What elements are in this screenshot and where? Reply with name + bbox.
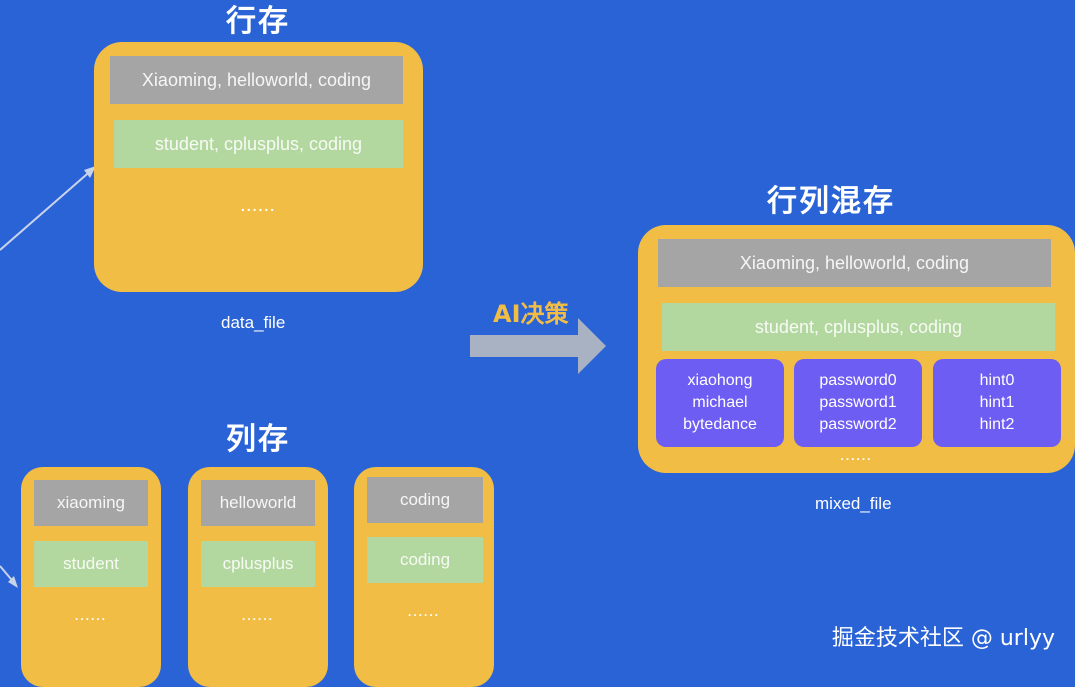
watermark-text: 掘金技术社区 @ urlyy <box>831 626 1055 651</box>
block-value: hint1 <box>979 394 1015 411</box>
column-store-title: 列存 <box>226 422 290 457</box>
row-store-title: 行存 <box>226 4 290 39</box>
column-1-top-value: xiaoming <box>34 480 148 526</box>
mixed-store-row-1: Xiaoming, helloworld, coding <box>658 239 1051 287</box>
column-2-top-value: helloworld <box>201 480 315 526</box>
block-value: password1 <box>819 394 897 411</box>
block-value: xiaohong <box>687 372 753 389</box>
column-1-ellipsis: ...... <box>74 609 107 623</box>
column-3-top-value: coding <box>367 477 483 523</box>
block-value: password0 <box>819 372 897 389</box>
row-store-ellipsis: ...... <box>240 198 277 214</box>
mixed-store-column-block-1: xiaohong michael bytedance <box>656 359 784 447</box>
column-store-panel-2: helloworld cplusplus ...... <box>188 467 328 687</box>
ai-decision-label: AI决策 <box>493 300 569 328</box>
column-store-panel-1: xiaoming student ...... <box>21 467 161 687</box>
block-value: hint0 <box>979 372 1015 389</box>
connector-arrowhead <box>8 576 18 588</box>
mixed-store-caption: mixed_file <box>815 494 892 513</box>
mixed-store-column-block-3: hint0 hint1 hint2 <box>933 359 1061 447</box>
row-store-row-2: student, cplusplus, coding <box>114 120 403 168</box>
block-value: bytedance <box>683 416 757 433</box>
mixed-store-row-2: student, cplusplus, coding <box>662 303 1055 351</box>
column-3-second-value: coding <box>367 537 483 583</box>
block-value: hint2 <box>979 416 1015 433</box>
block-value: password2 <box>819 416 897 433</box>
row-store-caption: data_file <box>221 313 286 332</box>
column-store-panel-3: coding coding ...... <box>354 467 494 687</box>
mixed-store-column-block-2: password0 password1 password2 <box>794 359 922 447</box>
block-value: michael <box>692 394 748 411</box>
column-2-second-value: cplusplus <box>201 541 315 587</box>
connector-arrowhead <box>84 166 96 178</box>
connector-layer <box>0 166 606 588</box>
mixed-store-title: 行列混存 <box>767 184 895 219</box>
mixed-store-ellipsis: ...... <box>840 449 873 463</box>
connector-to-row-store <box>0 167 95 251</box>
mixed-store-panel: Xiaoming, helloworld, coding student, cp… <box>638 225 1075 473</box>
row-store-panel: Xiaoming, helloworld, coding student, cp… <box>94 42 423 292</box>
column-2-ellipsis: ...... <box>241 609 274 623</box>
row-store-row-1: Xiaoming, helloworld, coding <box>110 56 403 104</box>
column-3-ellipsis: ...... <box>407 605 440 619</box>
column-1-second-value: student <box>34 541 148 587</box>
ai-decision-arrow <box>470 318 606 374</box>
